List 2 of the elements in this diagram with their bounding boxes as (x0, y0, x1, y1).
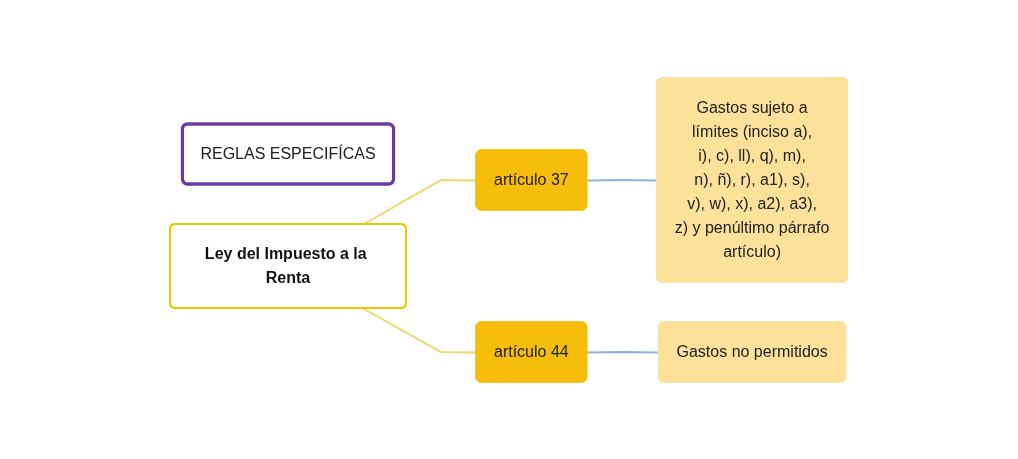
connector (362, 307, 478, 353)
node-text: Ley del Impuesto a la Renta (205, 244, 367, 286)
